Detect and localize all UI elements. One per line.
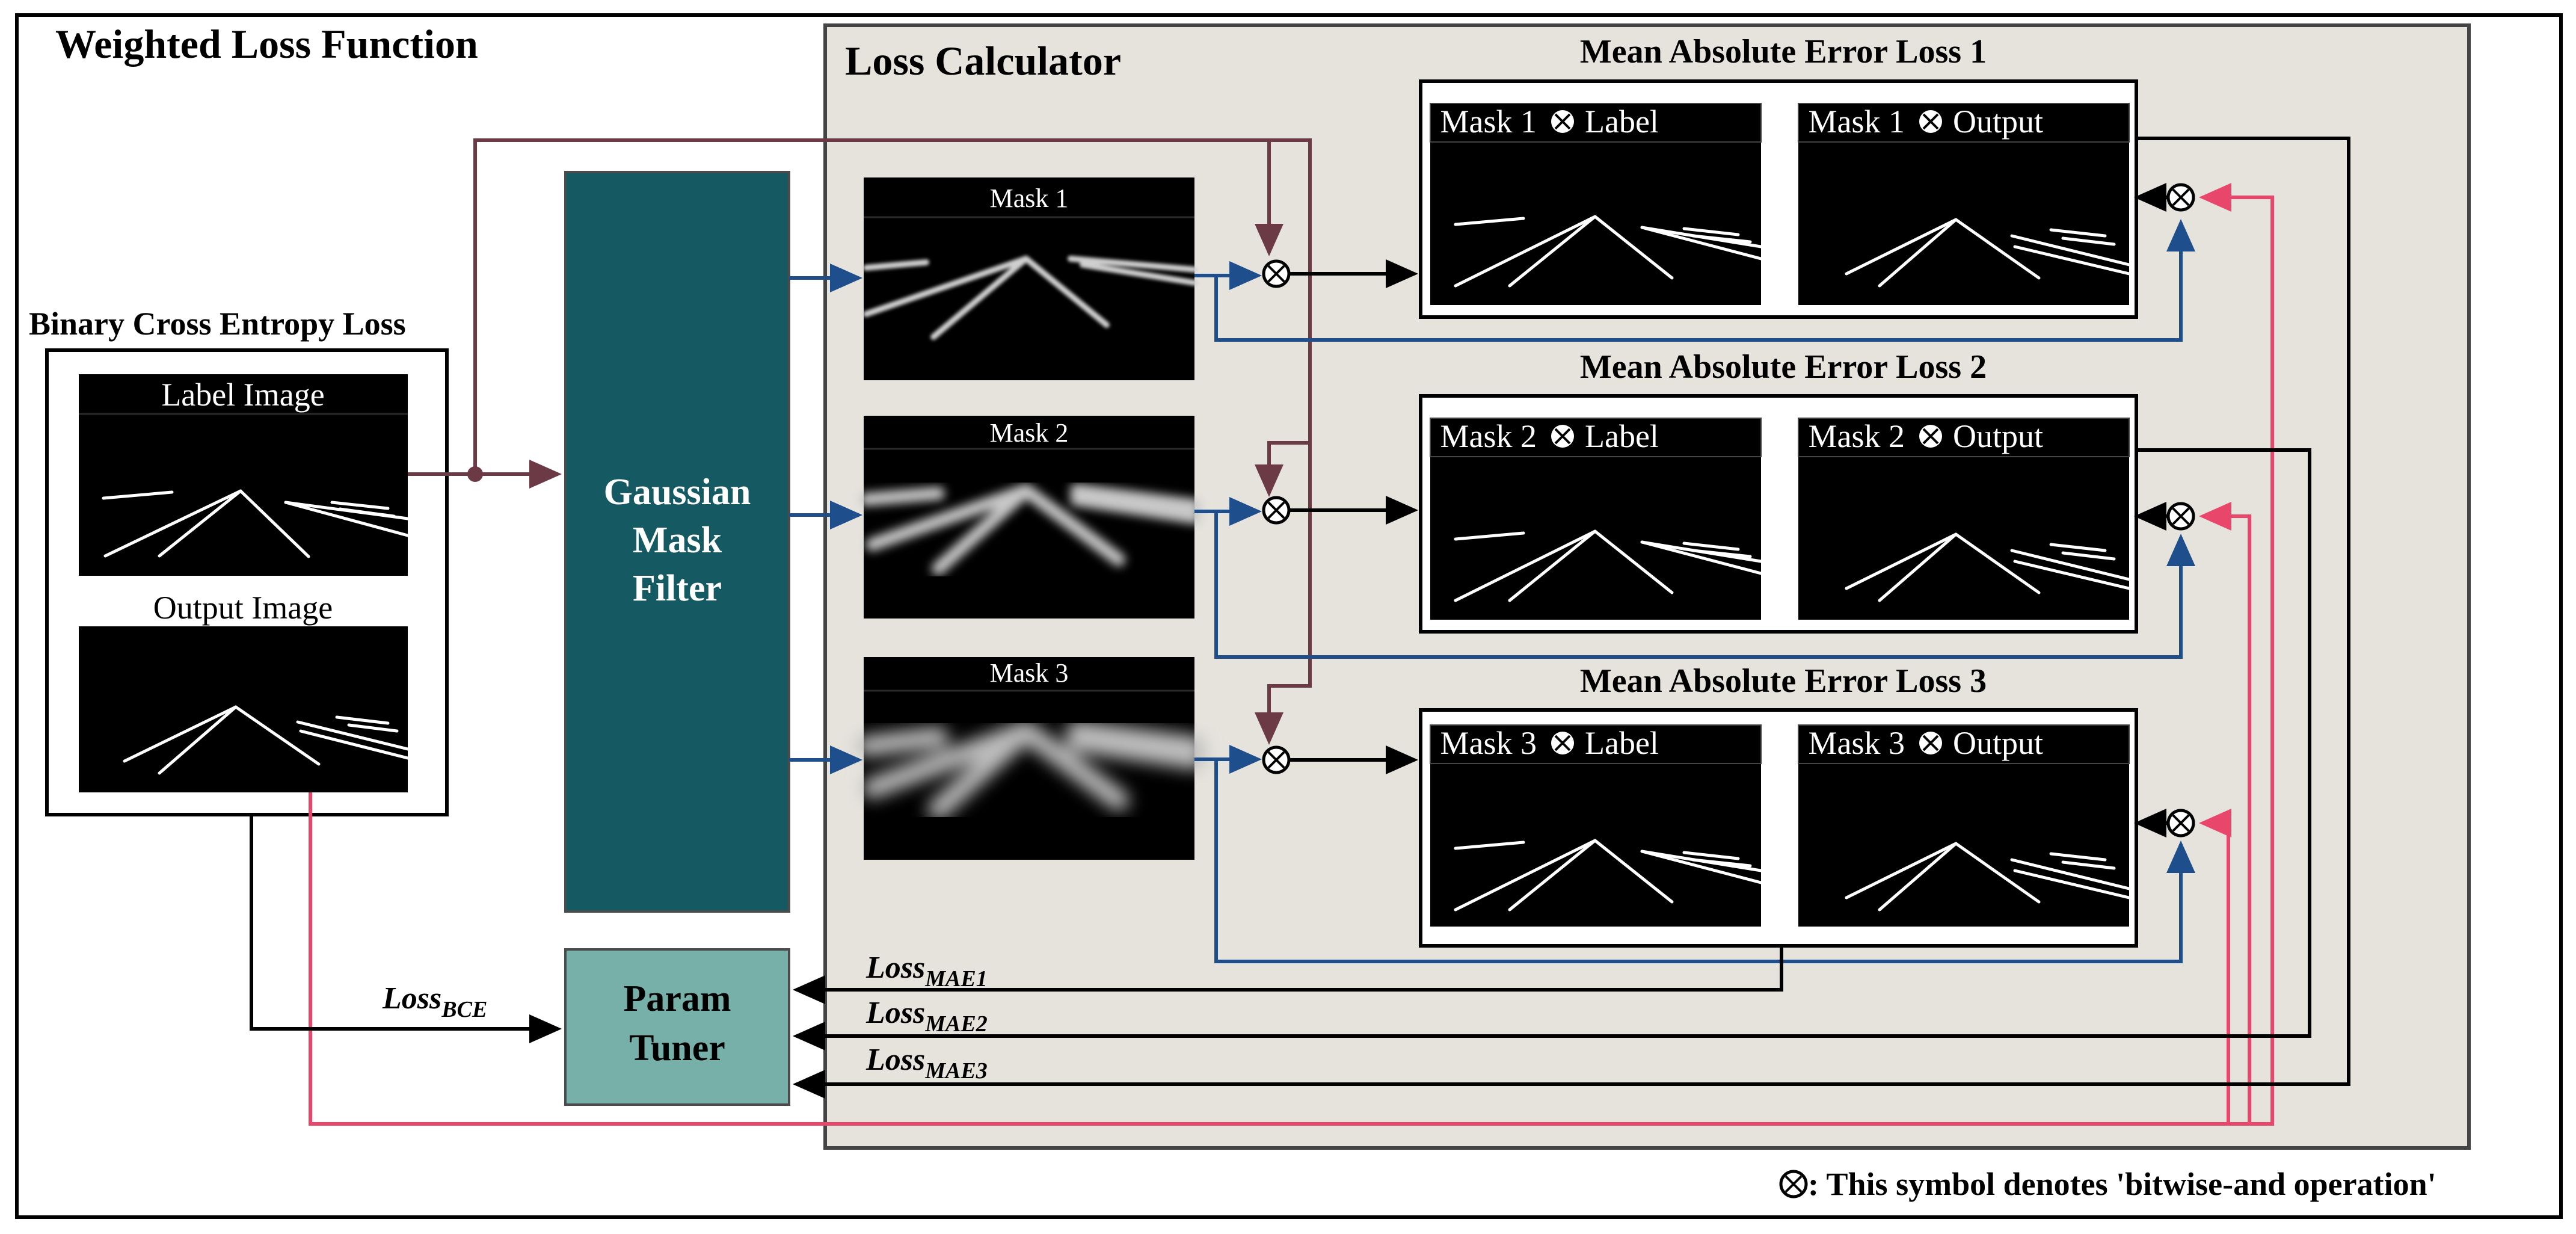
mask-image-1: Mask 1 xyxy=(863,177,1197,380)
mae-3-left-suffix: Label xyxy=(1585,725,1659,761)
loss-calculator-title: Loss Calculator xyxy=(845,38,1121,84)
loss-bce-label: LossBCE xyxy=(382,981,487,1022)
output-image-caption: Output Image xyxy=(153,590,333,626)
param-tuner-line2: Tuner xyxy=(629,1028,725,1069)
diagram-title: Weighted Loss Function xyxy=(55,21,478,67)
gaussian-mask-filter xyxy=(564,171,790,913)
mask-2-caption: Mask 2 xyxy=(990,418,1069,448)
mae-2-label-image: Mask 2 Label xyxy=(1430,418,1763,620)
and-icon xyxy=(2166,502,2195,531)
mae-3-output-image: Mask 3 Output xyxy=(1798,724,2131,927)
bitwise-and-symbols xyxy=(1262,183,2195,838)
mae-1-left-prefix: Mask 1 xyxy=(1440,103,1537,140)
mae-3-right-prefix: Mask 3 xyxy=(1809,725,1905,761)
mae-2-right-prefix: Mask 2 xyxy=(1809,418,1905,454)
mae-2-right-suffix: Output xyxy=(1953,418,2043,454)
loss-mae1-label: LossMAE1 xyxy=(865,951,988,992)
loss-mae3-label: LossMAE3 xyxy=(865,1043,988,1084)
mae-3-left-prefix: Mask 3 xyxy=(1440,725,1537,761)
mae-3-title: Mean Absolute Error Loss 3 xyxy=(1580,662,1987,700)
mae-loss-3: Mean Absolute Error Loss 3 Mask 3 Label xyxy=(1419,662,2138,948)
mae-1-label-image: Mask 1 Label xyxy=(1430,103,1763,305)
label-junction xyxy=(467,466,483,482)
and-icon xyxy=(1262,496,1291,525)
mae-2-left-prefix: Mask 2 xyxy=(1440,418,1537,454)
mask-3-caption: Mask 3 xyxy=(990,658,1069,688)
gaussian-line1: Gaussian xyxy=(604,472,751,513)
gaussian-line3: Filter xyxy=(633,568,722,609)
output-image: Output Image xyxy=(79,587,410,792)
and-icon xyxy=(2166,183,2195,212)
footnote-text: : This symbol denotes 'bitwise-and opera… xyxy=(1808,1166,2436,1202)
loss-mae2-label: LossMAE2 xyxy=(865,996,988,1037)
mae-1-title: Mean Absolute Error Loss 1 xyxy=(1580,33,1987,70)
and-icon xyxy=(1262,745,1291,774)
mae-2-output-image: Mask 2 Output xyxy=(1798,418,2131,620)
mae-2-title: Mean Absolute Error Loss 2 xyxy=(1580,348,1987,386)
mae-3-label-image: Mask 3 Label xyxy=(1430,724,1763,927)
mae-1-output-image: Mask 1 Output xyxy=(1798,103,2131,305)
mae-loss-1: Mean Absolute Error Loss 1 Mask 1 Label xyxy=(1419,33,2138,319)
label-image: Label Image xyxy=(79,374,410,576)
connectors xyxy=(250,137,2350,1126)
label-image-caption: Label Image xyxy=(161,377,324,413)
param-tuner xyxy=(564,948,790,1106)
mae-2-left-suffix: Label xyxy=(1585,418,1659,454)
footnote: : This symbol denotes 'bitwise-and opera… xyxy=(1779,1166,2436,1202)
param-tuner-line1: Param xyxy=(623,978,731,1019)
mae-1-right-suffix: Output xyxy=(1953,103,2043,140)
and-icon xyxy=(1779,1170,1808,1199)
mask-image-2: Mask 2 xyxy=(859,416,1201,619)
loss-labels: LossBCE LossMAE1 LossMAE2 LossMAE3 xyxy=(382,951,988,1084)
mae-1-left-suffix: Label xyxy=(1585,103,1659,140)
mae-1-right-prefix: Mask 1 xyxy=(1809,103,1905,140)
mae-loss-2: Mean Absolute Error Loss 2 Mask 2 Label xyxy=(1419,348,2138,634)
mask-image-3: Mask 3 xyxy=(856,657,1205,860)
and-icon xyxy=(2166,809,2195,838)
bce-title: Binary Cross Entropy Loss xyxy=(29,306,406,342)
and-icon xyxy=(1262,259,1291,288)
mask-1-caption: Mask 1 xyxy=(990,184,1069,213)
gaussian-line2: Mask xyxy=(633,520,722,561)
mae-3-right-suffix: Output xyxy=(1953,725,2043,761)
